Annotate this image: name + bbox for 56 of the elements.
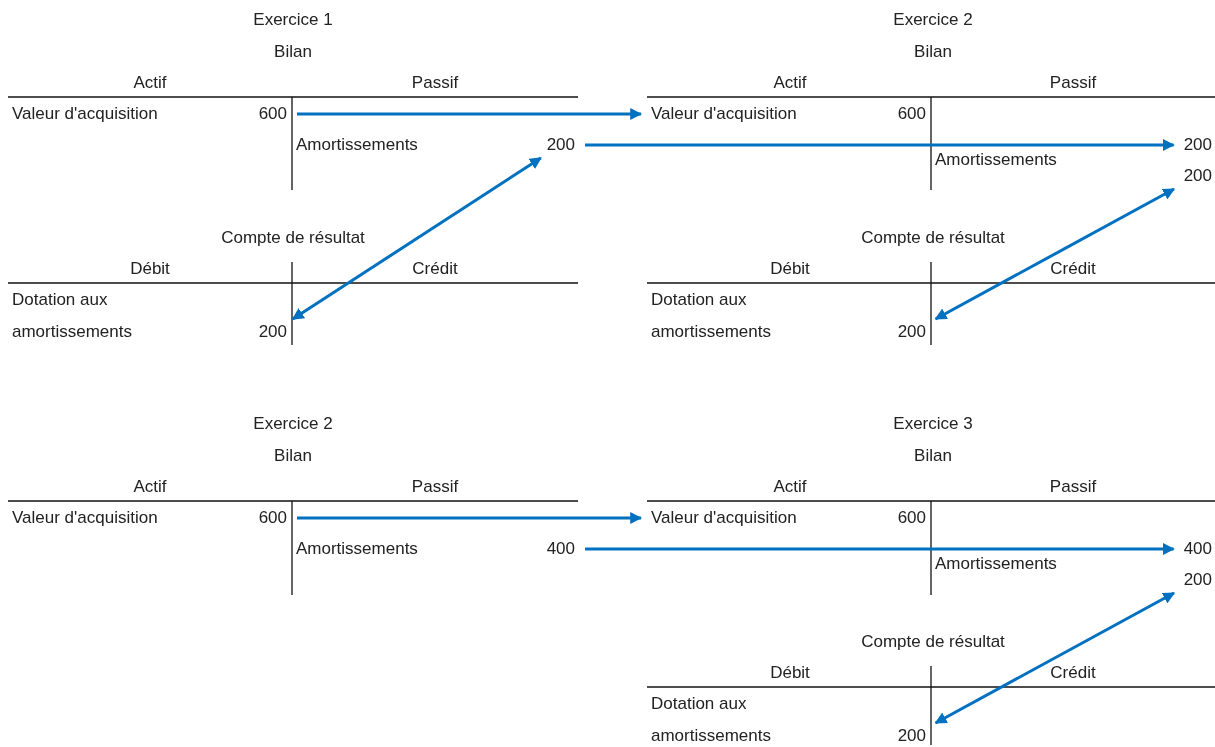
arrow bbox=[291, 156, 542, 321]
amount: 200 bbox=[1183, 134, 1212, 156]
column-heading: Actif bbox=[773, 72, 807, 94]
column-heading: Passif bbox=[411, 72, 459, 94]
line-item: Amortissements bbox=[296, 134, 418, 156]
line-item: Valeur d'acquisition bbox=[12, 507, 158, 529]
line-item: Valeur d'acquisition bbox=[651, 103, 797, 125]
line-item: Valeur d'acquisition bbox=[651, 507, 797, 529]
arrow bbox=[297, 512, 643, 524]
arrow bbox=[585, 139, 1175, 151]
column-heading: Passif bbox=[411, 476, 459, 498]
line-item: Amortissements bbox=[296, 538, 418, 560]
arrow bbox=[934, 187, 1176, 321]
column-heading: Débit bbox=[770, 258, 810, 280]
arrow bbox=[297, 108, 643, 120]
line-item: Amortissements bbox=[935, 149, 1057, 171]
statement-title: Bilan bbox=[914, 41, 952, 63]
statement-title: Compte de résultat bbox=[861, 631, 1005, 653]
amount: 200 bbox=[258, 321, 287, 343]
amount: 600 bbox=[258, 507, 287, 529]
amount: 200 bbox=[897, 321, 926, 343]
statement-title: Compte de résultat bbox=[221, 227, 365, 249]
line-item: Valeur d'acquisition bbox=[12, 103, 158, 125]
statement-title: Compte de résultat bbox=[861, 227, 1005, 249]
amount: 200 bbox=[546, 134, 575, 156]
column-heading: Crédit bbox=[412, 258, 458, 280]
statement-title: Bilan bbox=[274, 41, 312, 63]
amount: 600 bbox=[258, 103, 287, 125]
statement-title: Bilan bbox=[914, 445, 952, 467]
amount: 200 bbox=[897, 725, 926, 747]
period-heading: Exercice 2 bbox=[253, 413, 333, 435]
column-heading: Actif bbox=[133, 476, 167, 498]
arrow bbox=[585, 543, 1175, 555]
line-item: Amortissements bbox=[935, 553, 1057, 575]
amount: 600 bbox=[897, 507, 926, 529]
amount: 400 bbox=[1183, 538, 1212, 560]
column-heading: Actif bbox=[773, 476, 807, 498]
period-heading: Exercice 1 bbox=[253, 9, 333, 31]
column-heading: Crédit bbox=[1050, 662, 1096, 684]
column-heading: Débit bbox=[770, 662, 810, 684]
column-heading: Passif bbox=[1049, 72, 1097, 94]
arrow bbox=[934, 591, 1176, 725]
statement-title: Bilan bbox=[274, 445, 312, 467]
column-heading: Actif bbox=[133, 72, 167, 94]
period-heading: Exercice 2 bbox=[893, 9, 973, 31]
amount: 200 bbox=[1183, 165, 1212, 187]
column-heading: Passif bbox=[1049, 476, 1097, 498]
amount: 200 bbox=[1183, 569, 1212, 591]
line-item: Dotation aux amortissements bbox=[12, 289, 133, 343]
amount: 400 bbox=[546, 538, 575, 560]
period-heading: Exercice 3 bbox=[893, 413, 973, 435]
line-item: Dotation aux amortissements bbox=[651, 693, 772, 747]
line-item: Dotation aux amortissements bbox=[651, 289, 772, 343]
column-heading: Crédit bbox=[1050, 258, 1096, 280]
column-heading: Débit bbox=[130, 258, 170, 280]
amount: 600 bbox=[897, 103, 926, 125]
